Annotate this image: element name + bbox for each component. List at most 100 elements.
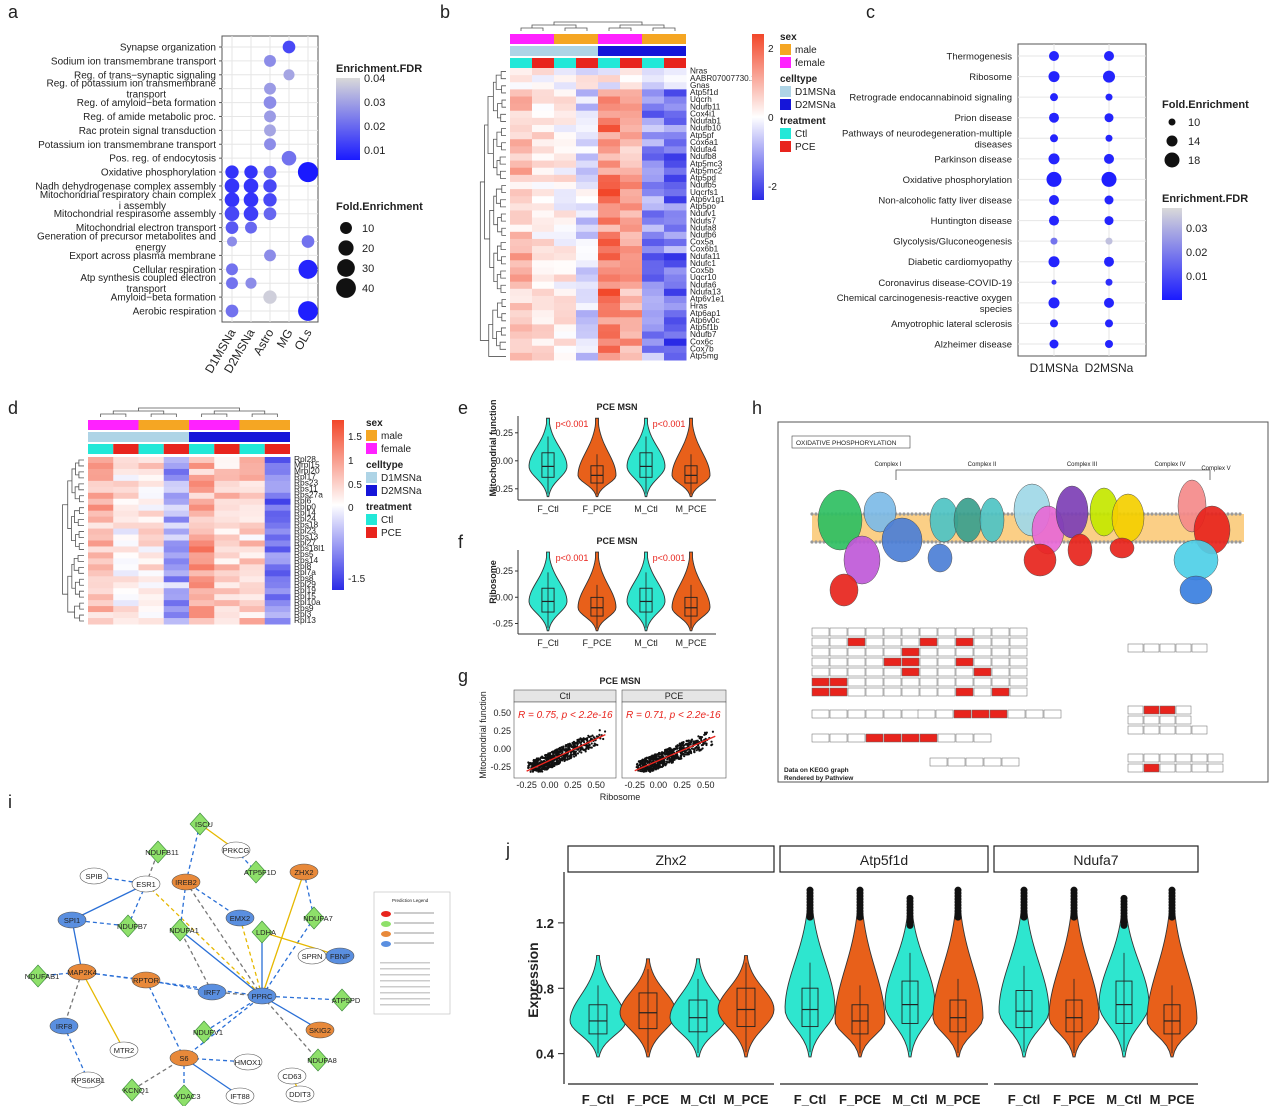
x-category-label: F_PCE [1053, 1092, 1095, 1106]
heat-cell [576, 331, 599, 340]
term-label: Nadh dehydrogenase complex assembly [35, 181, 216, 192]
gene-box [1009, 627, 1028, 637]
gene-box [865, 657, 884, 667]
gene-box [919, 733, 938, 743]
scatter-point [561, 747, 565, 750]
scatter-point [678, 747, 682, 751]
dendro-branch [500, 284, 506, 293]
heat-cell [532, 124, 555, 133]
network-node [245, 860, 267, 884]
heat-cell [532, 153, 555, 162]
gene-box [919, 667, 938, 677]
heat-cell [554, 103, 577, 112]
heat-cell [163, 457, 190, 464]
heat-cell [138, 564, 165, 571]
heat-cell [576, 103, 599, 112]
heat-cell [620, 317, 643, 325]
heat-cell [189, 462, 215, 470]
heat-cell [88, 480, 114, 488]
scatter-point [684, 743, 687, 746]
scatter-point [664, 752, 667, 755]
heat-cell [598, 139, 621, 147]
scatter-point [640, 768, 644, 771]
gene-box [937, 677, 956, 687]
treatment-bar [163, 444, 189, 454]
dot [1104, 113, 1114, 123]
heat-cell [88, 504, 114, 512]
network-node-label: NDUFB7 [117, 922, 147, 931]
dendro-branch [495, 188, 502, 204]
gene-label: Uqcr10 [690, 273, 717, 282]
heat-cell [510, 181, 533, 190]
gene-label: Rps11 [294, 484, 318, 494]
heat-cell [576, 196, 599, 204]
scatter-point [643, 759, 646, 763]
heat-cell [532, 146, 555, 154]
gene-label: Rpl23 [294, 525, 316, 535]
scatter-point [647, 766, 650, 769]
dendro-branch [78, 483, 84, 491]
scatter-point [579, 741, 583, 744]
dot [1046, 171, 1062, 187]
scatter-point [639, 763, 642, 766]
x-category-label: M_PCE [936, 1092, 981, 1106]
dot [1050, 134, 1058, 143]
box [736, 987, 756, 1028]
legend-swatch [366, 485, 377, 496]
heat-cell [189, 522, 215, 530]
heat-cell [664, 203, 687, 211]
heat-cell [239, 570, 266, 577]
dendro-branch [492, 81, 498, 112]
term-label-line: transport [127, 90, 167, 101]
heat-cell [163, 516, 190, 524]
heat-cell [642, 345, 665, 354]
gene-label: Rps23 [294, 478, 319, 488]
term-label: Thermogenesis [947, 52, 1013, 63]
heat-cell [532, 317, 555, 325]
dot [244, 165, 258, 179]
legend-swatch [366, 514, 377, 525]
y-tick-label: 0.4 [536, 1047, 555, 1062]
scatter-point [530, 766, 533, 769]
gene-label: Ndufb10 [690, 124, 721, 133]
gene-box [955, 657, 974, 667]
gene-box [883, 687, 902, 697]
heat-cell [532, 174, 555, 183]
heat-cell [189, 498, 215, 506]
legend-label: Ctl [381, 515, 393, 526]
heat-cell [163, 588, 190, 595]
dendro-branch [78, 459, 84, 467]
heat-cell [664, 82, 687, 90]
term-label-line: Mitochondrial respiratory chain complex [40, 190, 216, 201]
complex-subunit [829, 573, 859, 607]
heat-cell [554, 167, 577, 176]
scatter-point [534, 761, 537, 764]
gene-label: Ndufb6 [690, 231, 717, 240]
gene-box [883, 709, 902, 719]
lipid-head [1134, 540, 1138, 544]
dendro-branch [78, 566, 84, 574]
scatter-point [568, 744, 572, 747]
treatment-bar [576, 58, 598, 68]
network-node [247, 987, 277, 1005]
gene-box [901, 677, 920, 687]
scatter-point [533, 768, 537, 771]
p-value-label: p<0.001 [556, 419, 589, 429]
heat-cell [239, 498, 266, 506]
heat-cell [163, 480, 190, 488]
scatter-point [532, 759, 535, 762]
dendro-top [564, 27, 588, 31]
x-category-label: M_PCE [724, 1092, 769, 1106]
network-node-label: MTR2 [114, 1046, 134, 1055]
scatter-point [576, 752, 580, 755]
heat-cell [264, 576, 291, 583]
dot [1048, 297, 1060, 309]
heat-cell [598, 189, 621, 197]
x-category-label: F_Ctl [1008, 1092, 1041, 1106]
heat-cell [189, 480, 215, 488]
scatter-point [590, 746, 593, 749]
gene-label: Rpl3 [294, 609, 312, 619]
scatter-point [696, 746, 699, 749]
heat-cell [642, 75, 665, 83]
heat-cell [554, 89, 577, 97]
